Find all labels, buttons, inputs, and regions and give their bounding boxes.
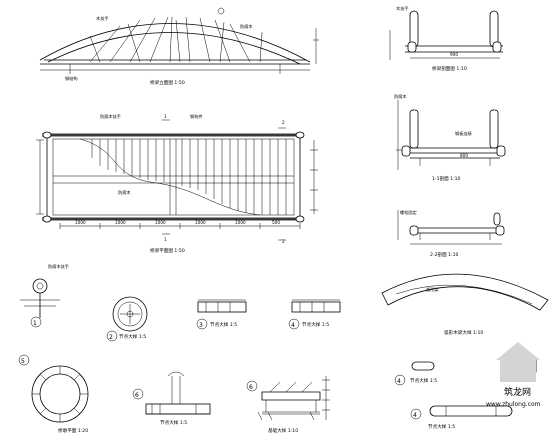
watermark: 筑龙网 www.zhulong.com	[486, 342, 541, 408]
svg-text:900: 900	[450, 52, 458, 57]
section-2: 防腐木 钢板连接 800 1-1剖面 1:10	[394, 93, 506, 182]
svg-text:2: 2	[109, 334, 113, 341]
svg-text:4: 4	[397, 378, 401, 385]
svg-text:2: 2	[282, 120, 285, 125]
section-1: 木扶手 900 桥梁剖面图 1:10	[389, 5, 503, 72]
detail-ring-small: 2 节点大样 1:5	[106, 296, 148, 342]
svg-text:3: 3	[199, 322, 203, 329]
detail-footing-a: 6 节点大样 1:5	[132, 371, 211, 426]
svg-text:木扶手: 木扶手	[396, 5, 409, 12]
detail-beam-a: 3 节点大样 1:5	[196, 299, 247, 330]
svg-text:1000: 1000	[155, 220, 166, 225]
curve-title: 弧形木梁大样 1:10	[444, 329, 483, 336]
watermark-url: www.zhulong.com	[486, 401, 541, 408]
detail-footing-b: 6 基础大样 1:10	[246, 376, 330, 434]
svg-text:防腐木: 防腐木	[240, 23, 253, 30]
svg-text:钢板连接: 钢板连接	[455, 130, 473, 137]
svg-text:2: 2	[282, 239, 285, 244]
svg-text:1: 1	[164, 114, 167, 119]
svg-text:钢结构: 钢结构	[65, 75, 78, 82]
svg-text:节点大样 1:5: 节点大样 1:5	[410, 377, 437, 384]
detail-beam-b: 4 节点大样 1:5	[288, 299, 341, 330]
svg-text:1000: 1000	[75, 220, 86, 225]
watermark-text: 筑龙网	[504, 386, 531, 398]
svg-text:防腐木扶手: 防腐木扶手	[100, 113, 121, 120]
svg-text:500: 500	[272, 220, 280, 225]
detail-ring-large: 5 桥墩平面 1:20	[18, 354, 89, 434]
svg-text:6: 6	[249, 384, 253, 391]
svg-text:基础大样 1:10: 基础大样 1:10	[268, 427, 298, 434]
curved-beam-detail: 弧形梁 弧形木梁大样 1:10	[381, 273, 549, 336]
svg-text:木扶手: 木扶手	[96, 15, 109, 22]
svg-text:节点大样 1:5: 节点大样 1:5	[302, 321, 329, 328]
section-3-title: 2-2剖面 1:10	[430, 251, 459, 258]
svg-text:5: 5	[21, 358, 25, 365]
svg-text:4: 4	[413, 412, 417, 419]
section-1-title: 桥梁剖面图 1:10	[432, 65, 467, 72]
svg-text:1: 1	[164, 237, 167, 242]
detail-post: 1 防腐木扶手	[20, 263, 69, 328]
svg-text:1: 1	[33, 320, 37, 327]
svg-text:1000: 1000	[115, 220, 126, 225]
svg-text:节点大样 1:5: 节点大样 1:5	[119, 333, 146, 340]
svg-text:防腐木: 防腐木	[394, 93, 407, 100]
house-icon	[496, 342, 540, 382]
detail-rail: 4 节点大样 1:5	[410, 405, 513, 430]
elevation-title: 桥梁立面图 1:50	[150, 79, 185, 86]
svg-text:节点大样 1:5: 节点大样 1:5	[210, 321, 237, 328]
svg-text:节点大样 1:5: 节点大样 1:5	[428, 423, 455, 430]
svg-text:防腐木扶手: 防腐木扶手	[48, 263, 69, 270]
svg-text:4: 4	[291, 322, 295, 329]
svg-text:弧形梁: 弧形梁	[426, 286, 439, 293]
svg-text:节点大样 1:5: 节点大样 1:5	[160, 419, 187, 426]
section-2-title: 1-1剖面 1:10	[432, 175, 461, 182]
section-3: 螺栓固定 2-2剖面 1:10	[397, 209, 505, 258]
svg-text:螺栓固定: 螺栓固定	[400, 209, 417, 216]
svg-text:1000: 1000	[195, 220, 206, 225]
svg-text:防腐木: 防腐木	[118, 189, 131, 196]
bridge-plan: 1000 1000 1000 1000 1000 500 1 1 2 2 防腐木…	[36, 113, 318, 254]
svg-text:6: 6	[135, 392, 139, 399]
svg-text:钢构件: 钢构件	[190, 113, 203, 120]
plan-title: 桥梁平面图 1:50	[150, 247, 185, 254]
svg-text:1000: 1000	[235, 220, 246, 225]
bridge-elevation: 钢结构 木扶手 防腐木 桥梁立面图 1:50	[39, 7, 319, 86]
svg-text:桥墩平面 1:20: 桥墩平面 1:20	[58, 427, 88, 434]
svg-text:800: 800	[460, 153, 468, 158]
